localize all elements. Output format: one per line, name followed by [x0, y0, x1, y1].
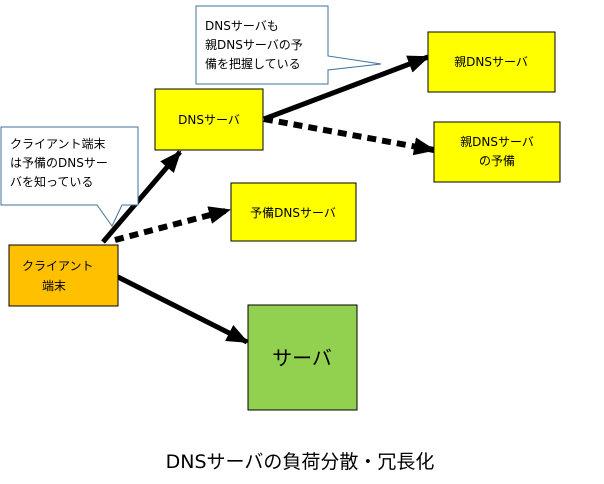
callout-client-note-shape [0, 126, 139, 227]
arrow-dns-server-to-parent-dns [263, 54, 430, 122]
node-server-box [247, 304, 358, 411]
node-dns-server: DNSサーバ [154, 88, 264, 151]
arrow-dns-server-to-parent-dns-backup [263, 116, 436, 156]
node-server-label: サーバ [272, 346, 332, 370]
callout-dns-note-line-2: 親DNSサーバの予 [205, 38, 303, 52]
node-backup-dns-box [230, 182, 357, 242]
callout-client-note-line-3: バを知っている [10, 175, 93, 189]
callout-dns-note: DNSサーバも 親DNSサーバの予 備を把握している [195, 5, 382, 85]
node-dns-server-box [154, 88, 264, 151]
diagram-caption: DNSサーバの負荷分散・冗長化 [166, 451, 435, 473]
node-client: クライアント 端末 [8, 244, 119, 307]
callout-client-note-line-2: は予備のDNSサー [10, 155, 108, 170]
arrow-client-to-backup-dns [114, 206, 231, 243]
node-client-line-1: クライアント [22, 259, 94, 273]
node-parent-dns-box [427, 31, 556, 93]
node-parent-dns-backup-box [433, 121, 561, 183]
node-parent-dns-backup: 親DNSサーバ の予備 [433, 121, 561, 183]
node-client-line-2: 端末 [42, 279, 66, 293]
arrow-client-to-dns-server [101, 150, 182, 244]
callout-client-note-line-1: クライアント端末 [10, 137, 106, 151]
node-backup-dns: 予備DNSサーバ [230, 182, 357, 242]
callout-client-note: クライアント端末 は予備のDNSサー バを知っている [0, 126, 139, 227]
node-backup-dns-label: 予備DNSサーバ [250, 205, 336, 220]
node-parent-dns-label: 親DNSサーバ [454, 55, 528, 69]
node-parent-dns-backup-line-1: 親DNSサーバ [460, 135, 534, 149]
node-client-box [8, 244, 119, 307]
callout-dns-note-line-3: 備を把握している [205, 56, 301, 71]
node-dns-server-label: DNSサーバ [178, 113, 240, 127]
callout-dns-note-line-1: DNSサーバも [205, 19, 279, 33]
arrow-client-to-server [114, 273, 249, 345]
node-parent-dns-backup-line-2: の予備 [479, 153, 515, 168]
node-parent-dns: 親DNSサーバ [427, 31, 556, 93]
callout-dns-note-shape [195, 5, 382, 85]
node-server: サーバ [247, 304, 358, 411]
